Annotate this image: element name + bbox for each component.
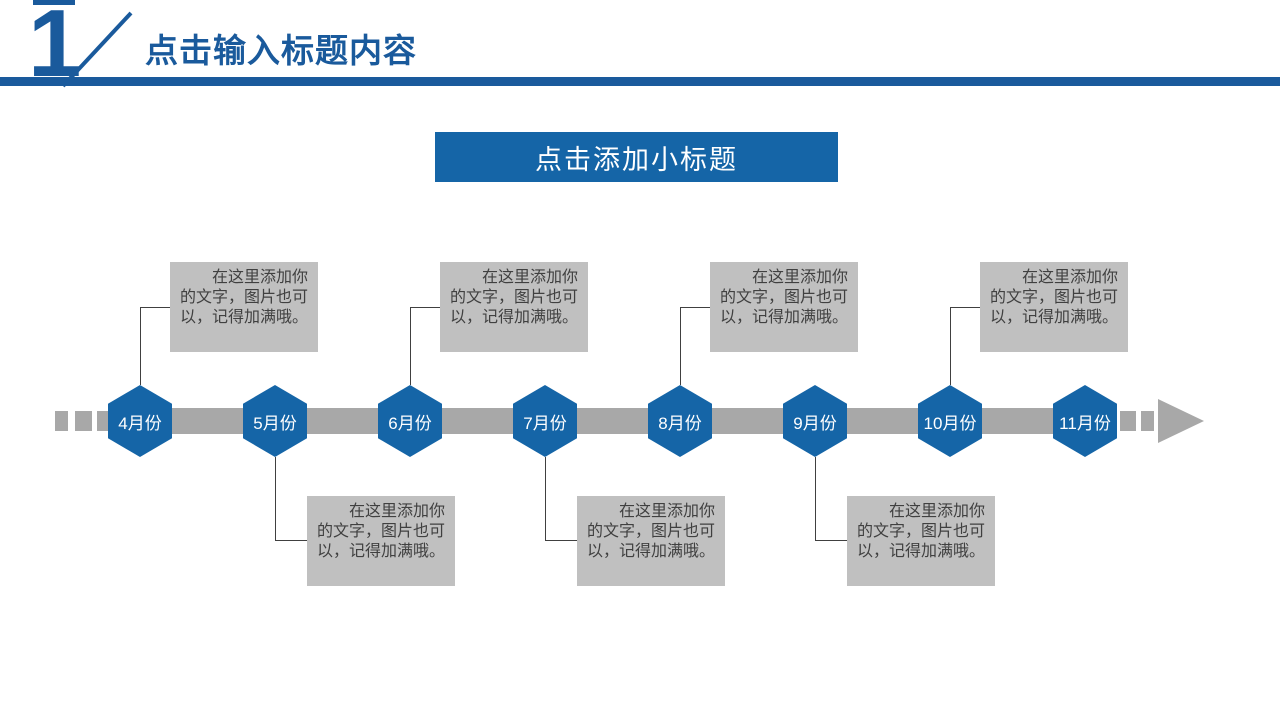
- note-text: 在这里添加你的文字，图片也可以，记得加满哦。: [180, 269, 309, 326]
- note-text: 在这里添加你的文字，图片也可以，记得加满哦。: [450, 269, 579, 326]
- note-connector: [140, 307, 141, 385]
- timeline-dash: [55, 411, 68, 431]
- note-connector: [815, 540, 847, 541]
- header-divider: [0, 77, 1280, 86]
- timeline-month-hexagon: 9月份: [783, 385, 847, 457]
- note-connector: [275, 457, 276, 541]
- note-box: 在这里添加你的文字，图片也可以，记得加满哦。: [170, 262, 318, 352]
- note-connector: [410, 307, 440, 308]
- timeline-dash: [75, 411, 92, 431]
- timeline-month-hexagon: 11月份: [1053, 385, 1117, 457]
- note-connector: [680, 307, 681, 385]
- timeline-month-hexagon: 4月份: [108, 385, 172, 457]
- note-connector: [950, 307, 951, 385]
- subtitle-banner: 点击添加小标题: [435, 132, 838, 182]
- note-connector: [275, 540, 307, 541]
- note-connector: [410, 307, 411, 385]
- header-accent-tick: [33, 0, 75, 5]
- note-text: 在这里添加你的文字，图片也可以，记得加满哦。: [587, 503, 716, 560]
- subtitle-text: 点击添加小标题: [535, 144, 738, 175]
- note-box: 在这里添加你的文字，图片也可以，记得加满哦。: [440, 262, 588, 352]
- timeline-month-hexagon: 5月份: [243, 385, 307, 457]
- timeline-arrow-icon: [1158, 399, 1204, 443]
- month-label: 8月份: [658, 413, 702, 433]
- note-connector: [815, 457, 816, 541]
- note-box: 在这里添加你的文字，图片也可以，记得加满哦。: [577, 496, 725, 586]
- timeline-month-hexagon: 8月份: [648, 385, 712, 457]
- month-label: 7月份: [523, 413, 567, 433]
- slash-decoration: [61, 11, 133, 88]
- note-box: 在这里添加你的文字，图片也可以，记得加满哦。: [710, 262, 858, 352]
- timeline-dash: [1120, 411, 1136, 431]
- month-label: 11月份: [1059, 413, 1111, 433]
- timeline-month-hexagon: 6月份: [378, 385, 442, 457]
- note-box: 在这里添加你的文字，图片也可以，记得加满哦。: [980, 262, 1128, 352]
- note-text: 在这里添加你的文字，图片也可以，记得加满哦。: [857, 503, 986, 560]
- month-label: 9月份: [793, 413, 837, 433]
- timeline-month-hexagon: 7月份: [513, 385, 577, 457]
- note-text: 在这里添加你的文字，图片也可以，记得加满哦。: [990, 269, 1119, 326]
- note-box: 在这里添加你的文字，图片也可以，记得加满哦。: [307, 496, 455, 586]
- timeline-dash: [1141, 411, 1154, 431]
- month-label: 4月份: [118, 413, 162, 433]
- note-connector: [680, 307, 710, 308]
- page-title: 点击输入标题内容: [145, 32, 417, 69]
- note-connector: [950, 307, 980, 308]
- note-box: 在这里添加你的文字，图片也可以，记得加满哦。: [847, 496, 995, 586]
- note-connector: [140, 307, 170, 308]
- note-text: 在这里添加你的文字，图片也可以，记得加满哦。: [720, 269, 849, 326]
- note-connector: [545, 457, 546, 541]
- month-label: 6月份: [388, 413, 432, 433]
- note-connector: [545, 540, 577, 541]
- note-text: 在这里添加你的文字，图片也可以，记得加满哦。: [317, 503, 446, 560]
- timeline-month-hexagon: 10月份: [918, 385, 982, 457]
- month-label: 10月份: [923, 413, 977, 433]
- month-label: 5月份: [253, 413, 297, 433]
